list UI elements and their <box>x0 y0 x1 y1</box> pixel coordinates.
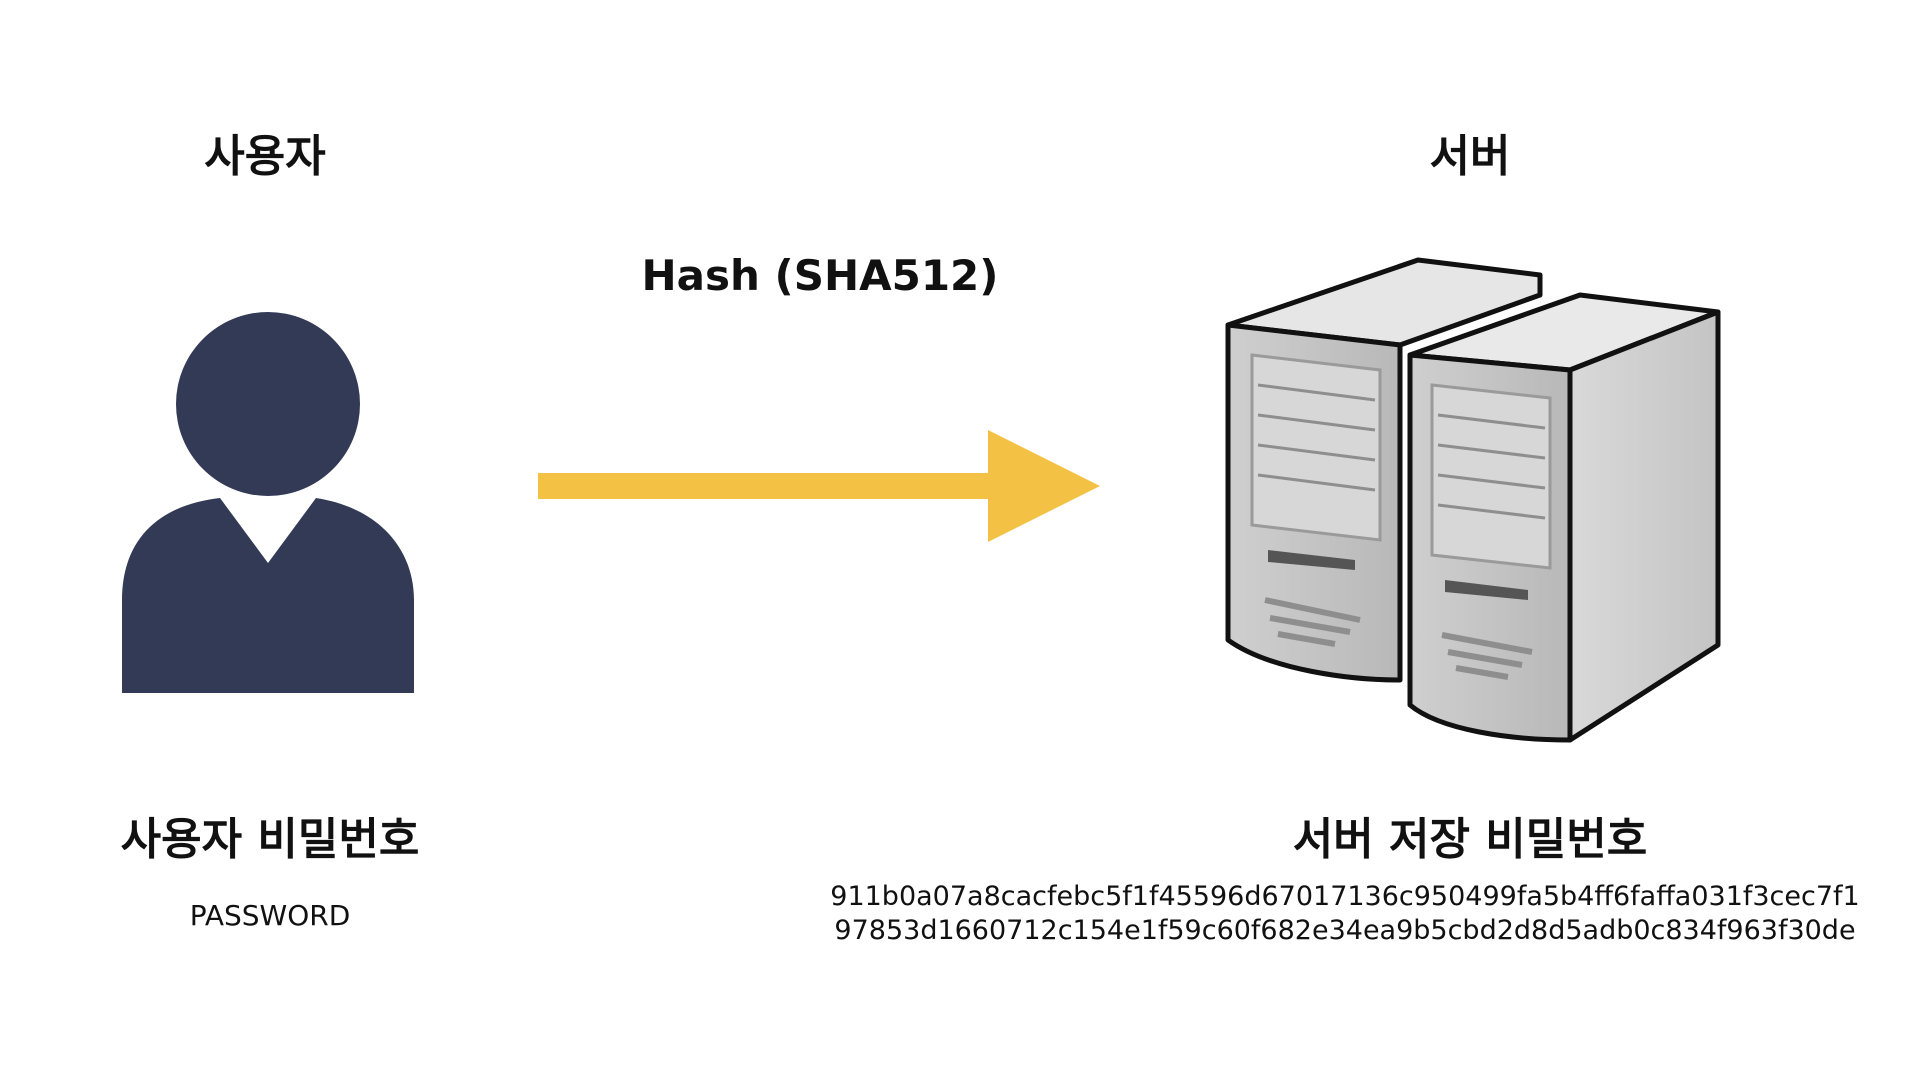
server-icon <box>1225 257 1721 743</box>
server-hash-line1: 911b0a07a8cacfebc5f1f45596d67017136c9504… <box>830 881 1860 912</box>
user-title: 사용자 <box>204 131 326 182</box>
user-password-value: PASSWORD <box>189 899 351 932</box>
server-stored-label: 서버 저장 비밀번호 <box>1292 814 1648 865</box>
server-tower-back <box>1225 257 1543 683</box>
arrow-head <box>988 430 1100 542</box>
server-tower-front <box>1407 292 1721 743</box>
user-head <box>176 312 360 496</box>
server-hash-line2: 97853d1660712c154e1f59c60f682e34ea9b5cbd… <box>834 915 1856 946</box>
server-title: 서버 <box>1429 131 1511 182</box>
arrow-label: Hash (SHA512) <box>641 251 999 300</box>
user-icon <box>122 312 414 693</box>
hash-arrow <box>538 430 1100 542</box>
user-body <box>122 498 414 693</box>
user-password-label: 사용자 비밀번호 <box>120 814 420 865</box>
arrow-shaft <box>538 473 998 499</box>
